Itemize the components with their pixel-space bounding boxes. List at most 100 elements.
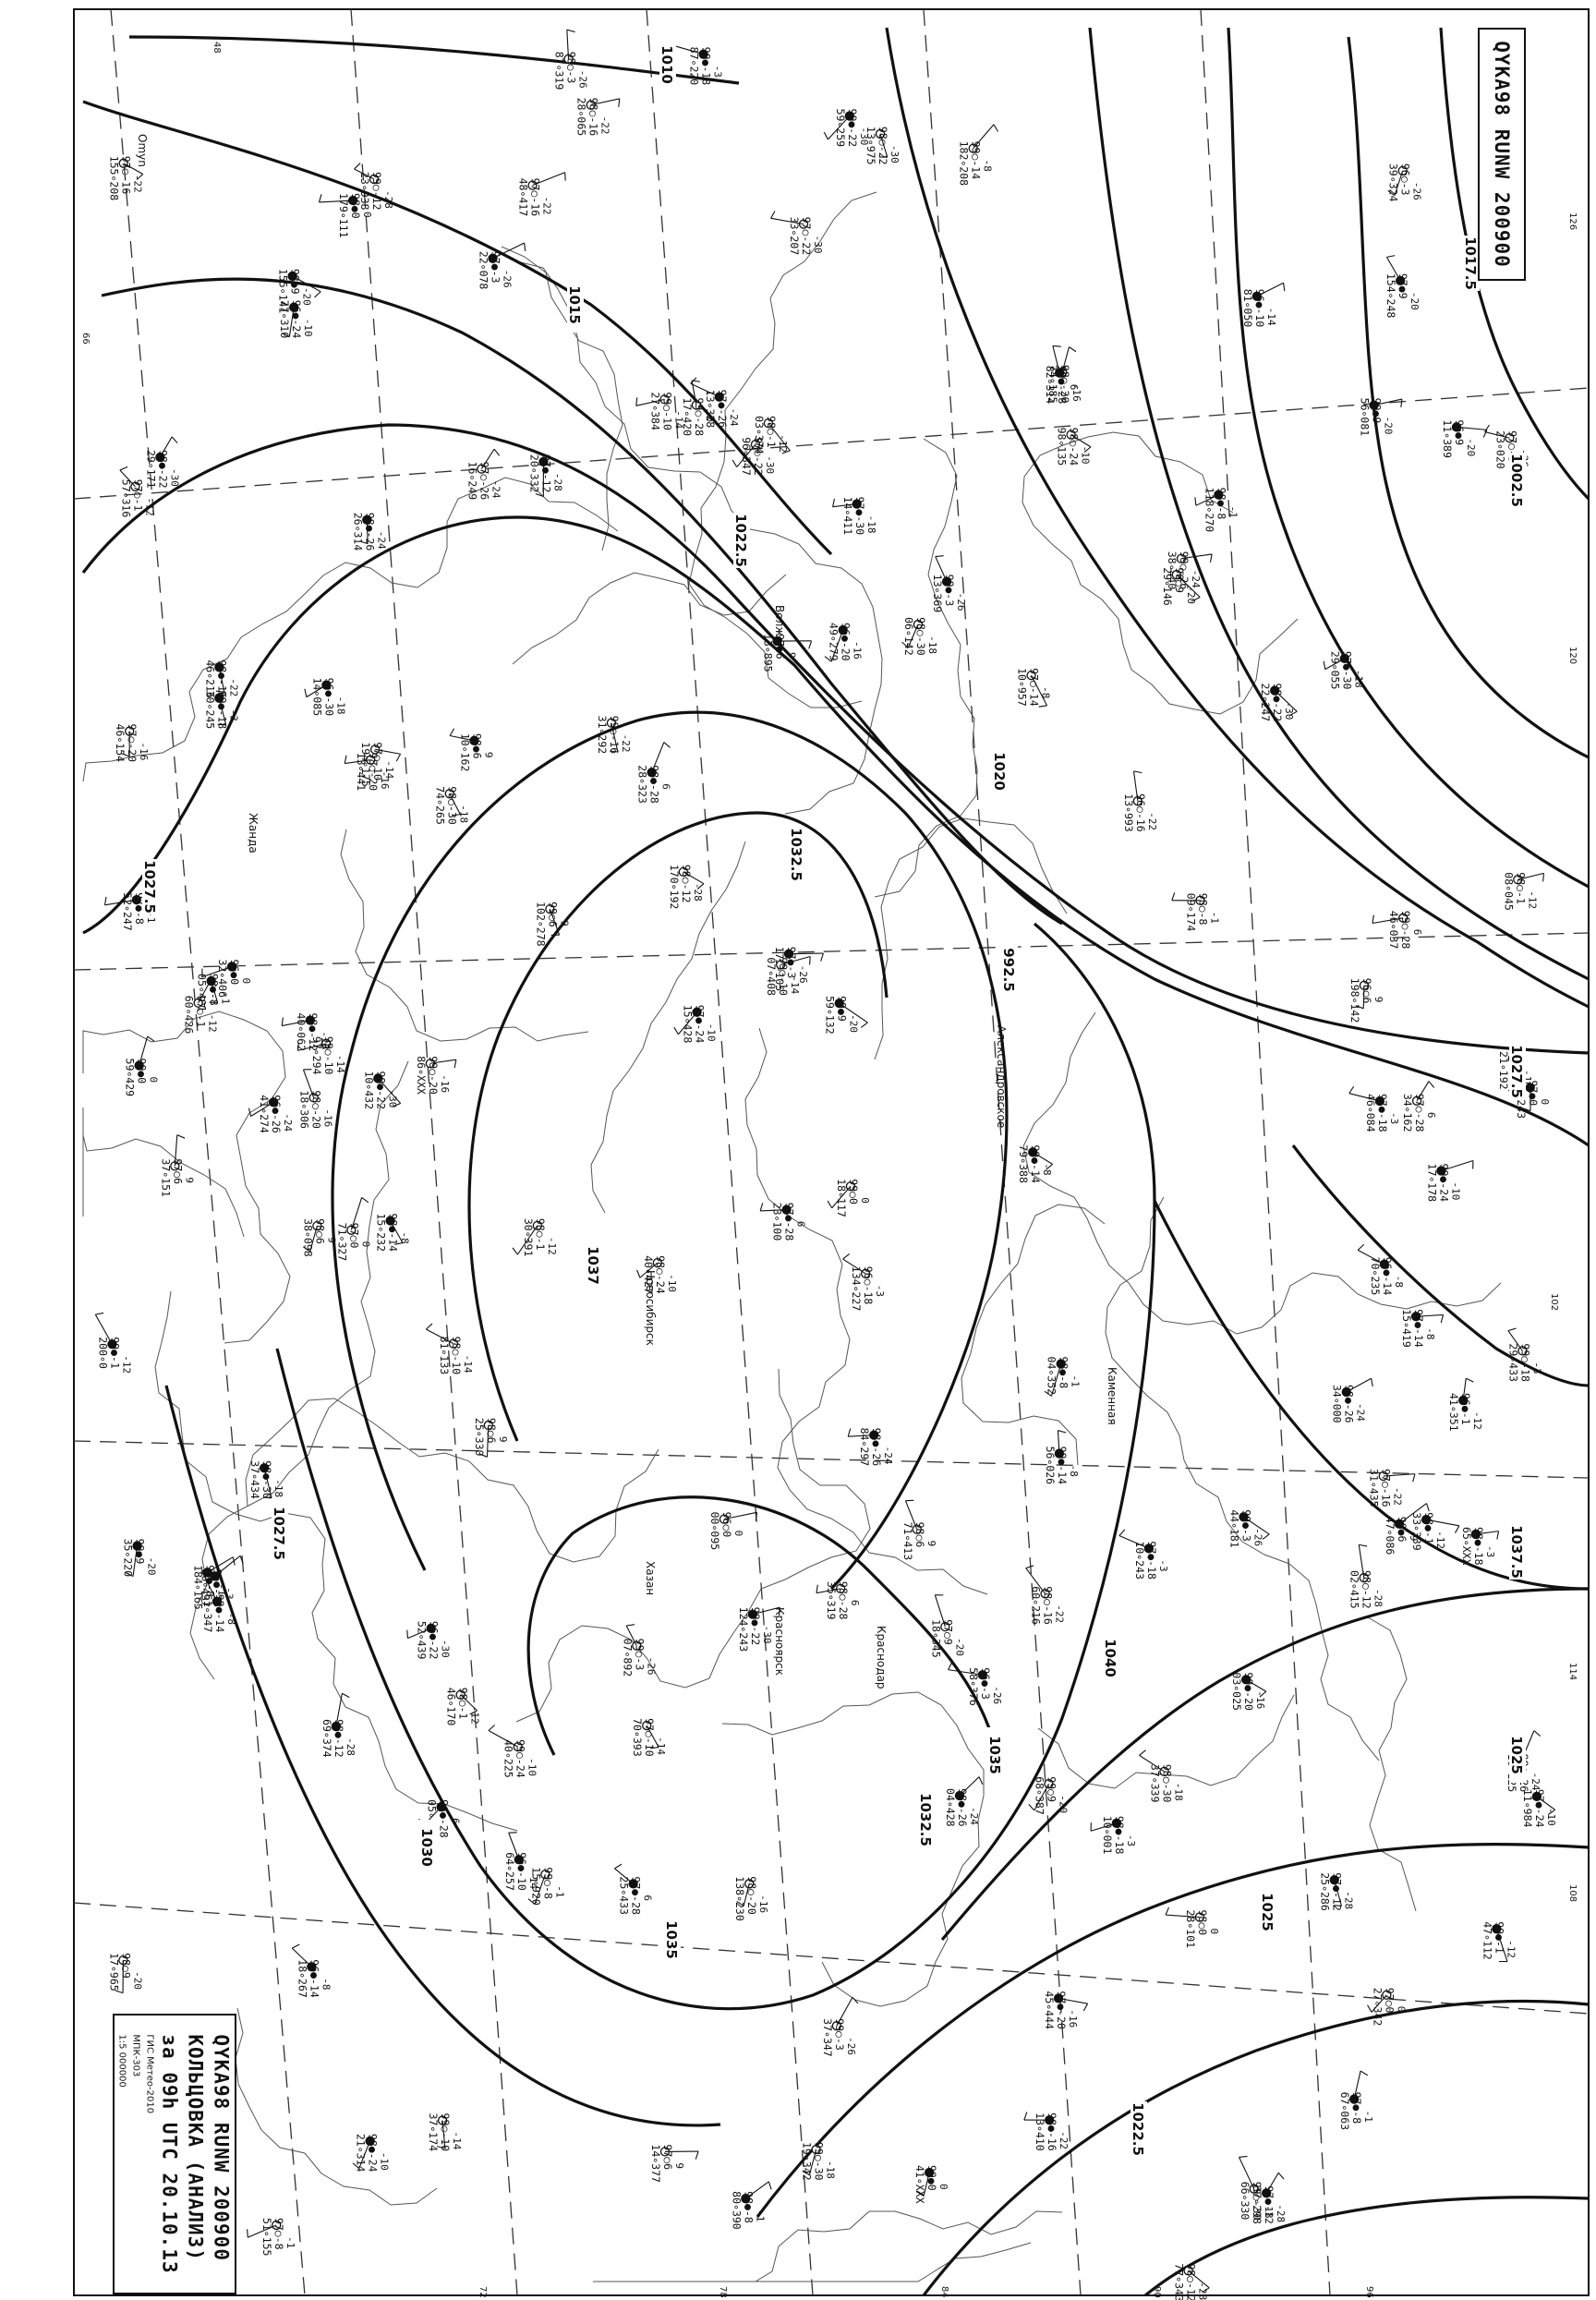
wind-barb <box>159 436 173 458</box>
station-value-aux: 6 <box>660 783 672 790</box>
wind-barb-feather <box>1118 1529 1126 1536</box>
station-value-top: 17∘965 <box>107 1953 120 1991</box>
coastline <box>512 572 787 665</box>
station-value-pressure: 99○-24 <box>514 1739 527 1778</box>
station-value-aux: -30 <box>168 468 180 487</box>
wind-barb-feather <box>736 1900 744 1907</box>
station-value-pressure: 98○-24 <box>1068 428 1081 466</box>
station-value-aux: -26 <box>1251 1528 1264 1546</box>
wind-barb <box>831 1185 852 1209</box>
station-value-aux: -30 <box>812 236 824 254</box>
station-value-pressure: 97○9 <box>941 1619 954 1645</box>
wind-barb-feather <box>1044 1390 1052 1397</box>
station-value-top: 27∘384 <box>649 392 662 430</box>
station-value-aux: 0 <box>1395 2006 1407 2013</box>
wind-barb-feather <box>1359 1543 1368 1547</box>
wind-barb <box>590 98 620 106</box>
station-value-top: 102∘278 <box>534 902 547 947</box>
wind-barb-feather <box>449 728 455 736</box>
wind-barb <box>429 1059 456 1064</box>
station-value-pressure: 98●-12 <box>307 1012 320 1051</box>
svg-text:1037.5: 1037.5 <box>1508 1525 1525 1579</box>
station-value-aux: -20 <box>848 1014 860 1033</box>
wind-barb <box>207 1556 234 1573</box>
station-value-pressure: 97●-12 <box>1263 2185 1276 2224</box>
station-value-top: 13∘369 <box>931 575 944 613</box>
svg-text:1027.5: 1027.5 <box>141 860 158 914</box>
station-value-top: 00∘095 <box>708 1512 721 1551</box>
wind-barb <box>948 1669 983 1676</box>
station-value-pressure: 97●-3 <box>785 947 798 979</box>
station-value-top: 23∘938 <box>358 172 371 211</box>
map-title-box: QYKA98 RUNW 200900 КОЛЬЦОВКА (АНАЛИЗ) за… <box>113 2014 236 2294</box>
wind-barb-feather <box>527 1898 536 1905</box>
isobar-line <box>81 423 1590 1055</box>
wind-barb-feather <box>1023 2112 1028 2121</box>
station-value-top: 10∘957 <box>1016 668 1029 707</box>
wind-barb <box>1243 1516 1270 1535</box>
wind-barb <box>488 1730 518 1748</box>
station-value-aux: -14 <box>334 1055 346 1073</box>
wind-barb <box>291 1947 312 1967</box>
wind-barb-feather <box>361 1196 369 1204</box>
wind-barb-feather <box>1259 1690 1267 1698</box>
station-value-pressure: 98●-18 <box>1472 1527 1485 1566</box>
station-value-aux: -10 <box>706 1023 718 1042</box>
wind-barb-feather <box>119 466 128 471</box>
graticule <box>73 8 1590 2296</box>
station-value-top: 16∘249 <box>466 462 478 501</box>
wind-barb <box>1441 1159 1474 1172</box>
station-value-pressure: 97●9 <box>1396 273 1409 299</box>
wind-barb <box>119 469 136 488</box>
wind-barb <box>1256 282 1284 297</box>
station-value-top: 179∘111 <box>337 193 350 238</box>
station-value-top: 46∘170 <box>445 1688 458 1726</box>
svg-text:1022.5: 1022.5 <box>1130 2102 1146 2156</box>
coastline <box>245 1398 659 1563</box>
station-value-pressure: 99○-28 <box>693 397 706 436</box>
wind-barb-feather <box>95 1312 104 1315</box>
station-value-pressure: 97●-30 <box>1341 651 1354 690</box>
city-label: Хазан <box>644 1561 657 1595</box>
wind-barb <box>1031 674 1048 707</box>
station-value-aux: -3 <box>1530 1362 1542 1374</box>
wind-barb <box>1176 574 1201 598</box>
station-value-pressure: 98●-14 <box>387 1213 400 1252</box>
coastline <box>1022 1011 1502 1335</box>
station-value-top: 29∘433 <box>1506 1343 1519 1382</box>
station-value-top: 07∘408 <box>765 957 778 996</box>
station-value-aux: -12 <box>1434 1531 1446 1549</box>
station-value-top: 23∘020 <box>1493 430 1506 469</box>
wind-barb-feather <box>1323 660 1326 670</box>
wind-barb <box>1517 872 1544 880</box>
station-value-top: 37∘174 <box>427 2113 440 2152</box>
wind-barb <box>828 115 851 140</box>
station-value-top: 34∘000 <box>1331 1385 1344 1423</box>
station-value-aux: -8 <box>399 1231 411 1243</box>
station-value-pressure: 99○-18 <box>1518 1343 1531 1382</box>
station-value-top: 35∘220 <box>122 1539 135 1578</box>
station-value-top: 09∘174 <box>1184 893 1197 932</box>
